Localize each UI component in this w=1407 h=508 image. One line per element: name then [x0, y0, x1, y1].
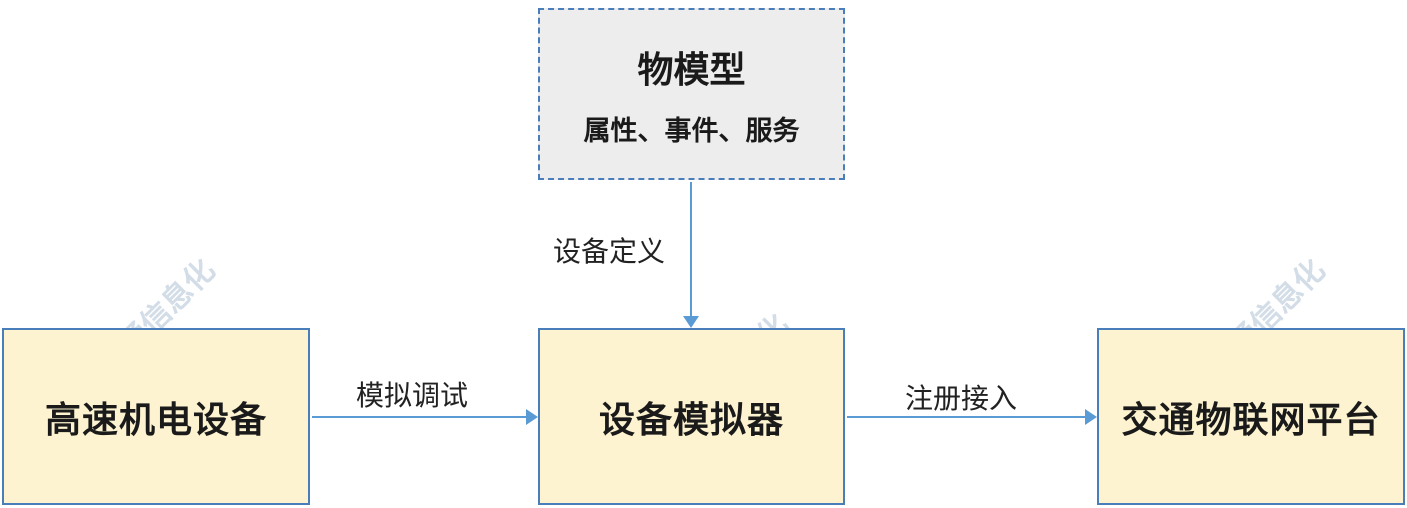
edge-line-device-definition — [690, 182, 692, 318]
node-iot-platform-label: 交通物联网平台 — [1121, 399, 1381, 441]
arrowhead-device-definition — [683, 316, 699, 328]
edge-label-device-definition: 设备定义 — [553, 235, 666, 268]
node-highway-equipment: 高速机电设备 — [2, 328, 310, 505]
arrowhead-simulate-debug — [526, 409, 538, 425]
thing-model-title: 物模型 — [637, 49, 746, 91]
edge-line-simulate-debug — [312, 416, 527, 418]
edge-label-simulate-debug: 模拟调试 — [356, 379, 469, 412]
node-device-simulator-label: 设备模拟器 — [598, 399, 784, 441]
node-highway-equipment-label: 高速机电设备 — [44, 399, 267, 441]
edge-line-register-access — [847, 416, 1085, 418]
node-iot-platform: 交通物联网平台 — [1097, 328, 1405, 505]
node-device-simulator: 设备模拟器 — [538, 328, 845, 505]
node-thing-model: 物模型 属性、事件、服务 — [538, 8, 845, 180]
arrowhead-register-access — [1085, 409, 1097, 425]
edge-label-register-access: 注册接入 — [905, 382, 1018, 415]
thing-model-subtitle: 属性、事件、服务 — [583, 115, 800, 147]
